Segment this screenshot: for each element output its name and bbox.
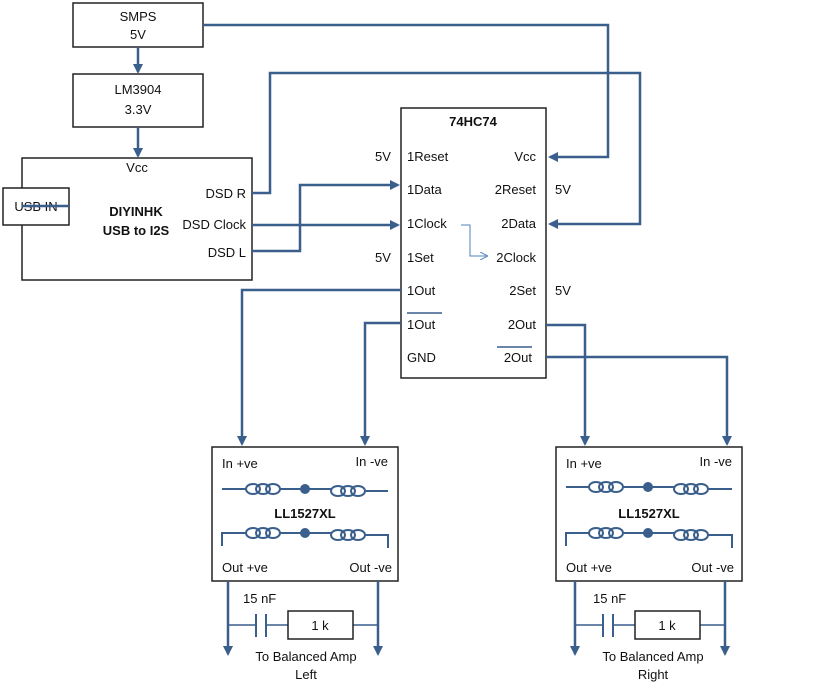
left-out-neg-label: Out -ve <box>349 560 392 575</box>
right-resistor-value: 1 k <box>658 618 676 633</box>
wire-2out-to-right-in-pos <box>546 323 590 446</box>
left-capacitor <box>255 614 267 637</box>
right-destination-line1: To Balanced Amp <box>602 649 703 664</box>
wire-2out-inv-to-right-in-neg <box>546 355 732 446</box>
pin-1clock: 1Clock <box>407 216 447 231</box>
left-secondary-centertap-dot <box>300 528 310 538</box>
wire-1out-to-left-in-pos <box>237 288 401 446</box>
left-destination-line2: Left <box>295 667 317 682</box>
pin-2clock: 2Clock <box>496 250 536 265</box>
right-in-pos-label: In +ve <box>566 456 602 471</box>
vcc-pin-label: Vcc <box>126 160 148 175</box>
set1-5v-label: 5V <box>375 250 391 265</box>
right-in-neg-label: In -ve <box>699 454 732 469</box>
left-resistor-value: 1 k <box>311 618 329 633</box>
pin-1data: 1Data <box>407 182 442 197</box>
pin-1out-inverted: 1Out <box>407 317 436 332</box>
reset2-5v-label: 5V <box>555 182 571 197</box>
right-output-network: 1 k 15 nF To Balanced Amp Right <box>570 581 730 682</box>
left-in-pos-label: In +ve <box>222 456 258 471</box>
left-transformer-label: LL1527XL <box>274 506 335 521</box>
wire-smps-to-vcc <box>203 23 610 162</box>
right-destination-line2: Right <box>638 667 669 682</box>
internal-clock-link <box>461 224 486 256</box>
dsd-clock-pin-label: DSD Clock <box>182 217 246 232</box>
left-capacitor-value: 15 nF <box>243 591 276 606</box>
pin-2out: 2Out <box>508 317 537 332</box>
left-destination-line1: To Balanced Amp <box>255 649 356 664</box>
pin-2out-inverted: 2Out <box>504 350 533 365</box>
pin-2reset: 2Reset <box>495 182 537 197</box>
pin-vcc: Vcc <box>514 149 536 164</box>
right-capacitor <box>602 614 614 637</box>
right-transformer-label: LL1527XL <box>618 506 679 521</box>
reset1-5v-label: 5V <box>375 149 391 164</box>
flipflop-title: 74HC74 <box>449 114 497 129</box>
right-secondary-centertap-dot <box>643 528 653 538</box>
flipflop-box: 74HC74 1Reset 1Data 1Clock 1Set 1Out 1Ou… <box>400 107 547 379</box>
regulator-voltage: 3.3V <box>125 102 152 117</box>
diyinhk-title: DIYINHK <box>109 204 163 219</box>
pin-2data: 2Data <box>501 216 536 231</box>
pin-2set: 2Set <box>509 283 536 298</box>
right-secondary-winding <box>565 527 733 548</box>
pin-1reset: 1Reset <box>407 149 449 164</box>
left-resistor <box>287 610 354 640</box>
left-output-network: 1 k 15 nF To Balanced Amp Left <box>223 581 383 682</box>
wire-1out-inv-to-left-in-neg <box>360 321 401 446</box>
right-capacitor-value: 15 nF <box>593 591 626 606</box>
wire-dsd-l-to-1data <box>252 180 400 253</box>
smps-voltage: 5V <box>130 27 146 42</box>
left-primary-centertap-dot <box>300 484 310 494</box>
smps-box: SMPS 5V <box>72 2 204 48</box>
set2-5v-label: 5V <box>555 283 571 298</box>
pin-1set: 1Set <box>407 250 434 265</box>
right-primary-centertap-dot <box>643 482 653 492</box>
dsd-r-pin-label: DSD R <box>206 186 246 201</box>
transformer-right: In +ve In -ve LL1527XL Out +ve Out -ve <box>555 446 743 582</box>
right-out-pos-label: Out +ve <box>566 560 612 575</box>
left-out-pos-label: Out +ve <box>222 560 268 575</box>
right-resistor <box>634 610 701 640</box>
wire-dsd-r-to-2data <box>252 71 642 229</box>
smps-label: SMPS <box>120 9 157 24</box>
regulator-label: LM3904 <box>115 82 162 97</box>
pin-gnd: GND <box>407 350 436 365</box>
pin-1out: 1Out <box>407 283 436 298</box>
transformer-left: In +ve In -ve LL1527XL Out +ve Out -ve <box>211 446 399 582</box>
regulator-box: LM3904 3.3V <box>72 73 204 128</box>
left-in-neg-label: In -ve <box>355 454 388 469</box>
dsd-l-pin-label: DSD L <box>208 245 246 260</box>
right-out-neg-label: Out -ve <box>691 560 734 575</box>
diyinhk-subtitle: USB to I2S <box>103 223 170 238</box>
